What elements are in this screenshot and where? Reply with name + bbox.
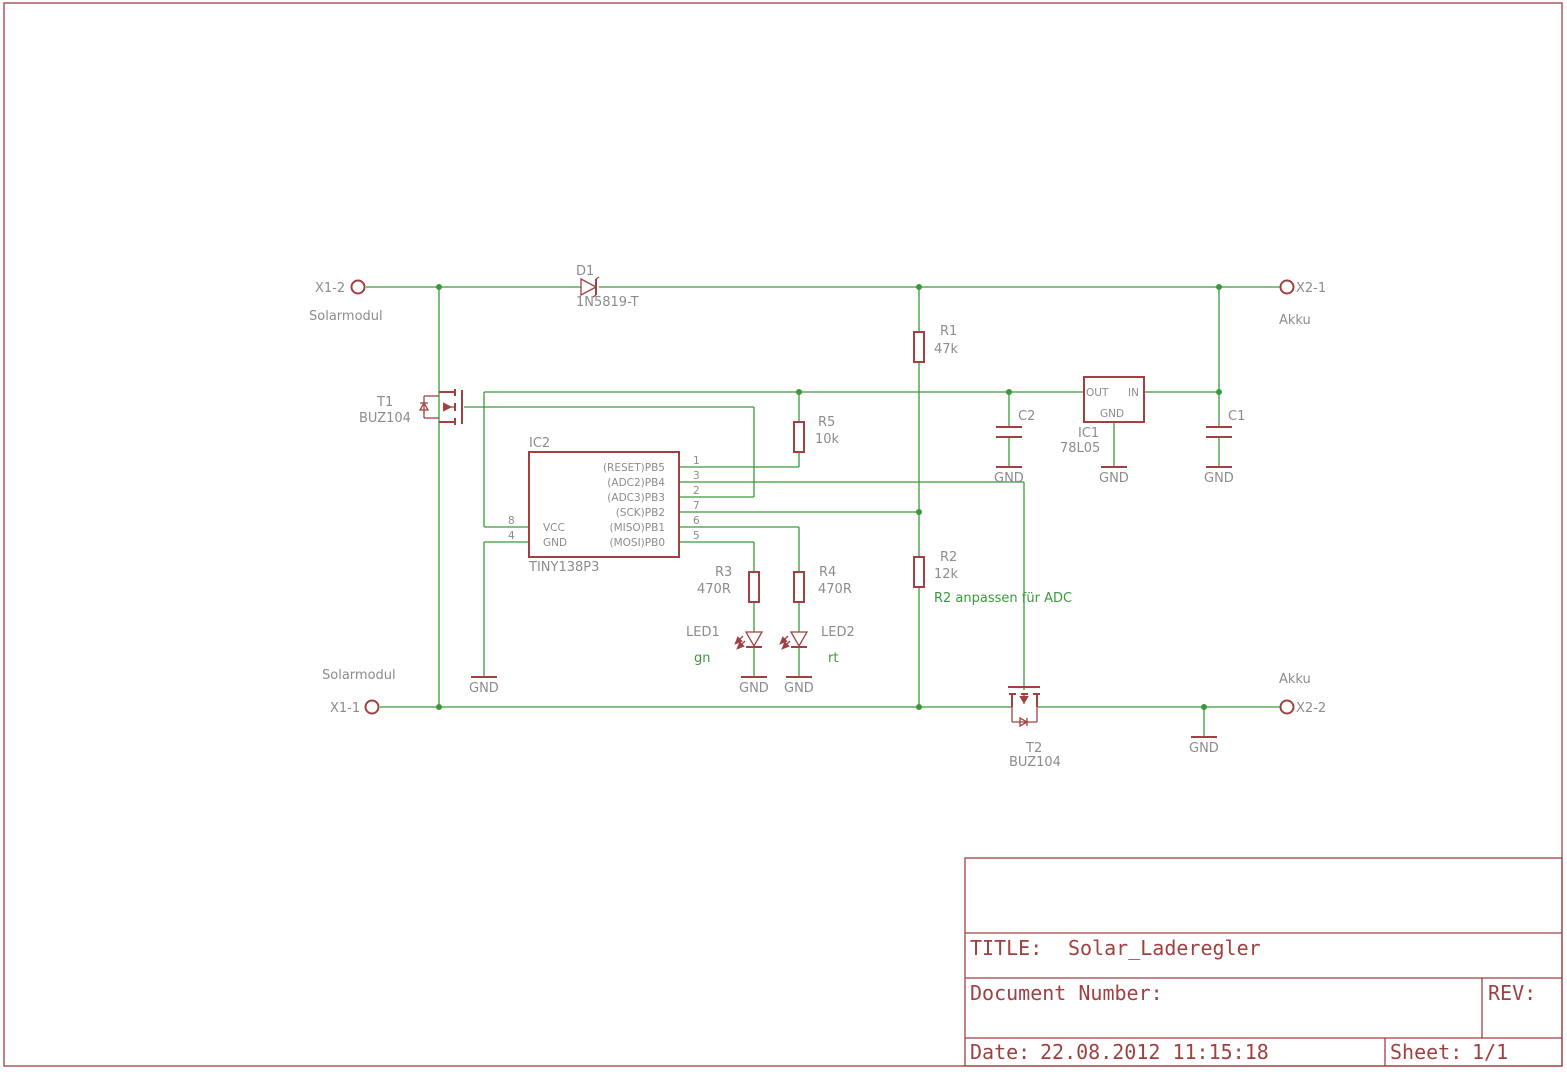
svg-text:GND: GND [1099,471,1129,486]
resistor-r5: R5 10k [793,415,840,453]
svg-text:BUZ104: BUZ104 [359,411,411,426]
gnd-symbol-bottom: GND [1189,736,1219,756]
gnd-symbol-led1: GND [739,676,769,696]
wires [366,286,1280,737]
svg-text:X1-1: X1-1 [330,701,360,716]
svg-text:OUT: OUT [1086,387,1109,399]
svg-text:8: 8 [508,515,515,527]
resistor-r4: R4 470R [793,565,852,603]
svg-text:IN: IN [1128,387,1139,399]
svg-text:GND: GND [1204,471,1234,486]
rev-label: REV: [1488,981,1536,1005]
svg-text:R4: R4 [819,565,836,580]
svg-text:X1-2: X1-2 [315,281,345,296]
title-block: TITLE: Solar_Laderegler Document Number:… [964,857,1563,1067]
svg-text:IC1: IC1 [1078,426,1099,441]
svg-text:GND: GND [1100,408,1124,420]
svg-text:7: 7 [693,500,700,512]
date-value: 22.08.2012 11:15:18 [1040,1040,1269,1064]
led-led1: LED1 gn [686,625,764,666]
svg-text:4: 4 [508,530,515,542]
svg-text:(SCK)PB2: (SCK)PB2 [616,507,665,519]
title-value: Solar_Laderegler [1068,936,1261,960]
gnd-symbol-ic1: GND [1099,466,1129,486]
svg-text:(MISO)PB1: (MISO)PB1 [610,522,666,534]
svg-text:470R: 470R [697,582,731,597]
svg-text:78L05: 78L05 [1060,441,1100,456]
connector-x1-2: X1-2 Solarmodul [309,279,383,324]
led-led2: LED2 rt [779,625,855,666]
svg-text:X2-1: X2-1 [1296,281,1326,296]
svg-text:rt: rt [828,651,838,666]
svg-text:GND: GND [784,681,814,696]
svg-text:R5: R5 [818,415,835,430]
sheet-label: Sheet: [1390,1040,1462,1064]
svg-text:Solarmodul: Solarmodul [322,668,396,683]
svg-text:TINY138P3: TINY138P3 [528,560,599,575]
svg-text:X2-2: X2-2 [1296,701,1326,716]
svg-text:470R: 470R [818,582,852,597]
svg-text:Solarmodul: Solarmodul [309,309,383,324]
document-number-label: Document Number: [970,981,1163,1005]
svg-text:C1: C1 [1228,409,1245,424]
svg-text:(MOSI)PB0: (MOSI)PB0 [610,537,666,549]
gnd-symbol-led2: GND [784,676,814,696]
connector-x1-1: X1-1 Solarmodul [322,668,396,716]
microcontroller-ic2: IC2 TINY138P3 (RESET)PB5 (ADC2)PB4 (ADC3… [508,436,700,575]
svg-text:Akku: Akku [1279,672,1311,687]
svg-text:(ADC2)PB4: (ADC2)PB4 [607,477,665,489]
svg-text:12k: 12k [934,567,959,582]
svg-text:gn: gn [694,651,711,666]
connector-x2-2: X2-2 Akku [1279,672,1326,716]
svg-text:BUZ104: BUZ104 [1009,755,1061,770]
svg-text:(RESET)PB5: (RESET)PB5 [603,462,665,474]
resistor-r1: R1 47k [913,324,959,363]
svg-text:VCC: VCC [543,522,565,534]
capacitor-c2: C2 [996,409,1035,438]
svg-text:2: 2 [693,485,700,497]
svg-text:GND: GND [1189,741,1219,756]
svg-text:6: 6 [693,515,700,527]
svg-text:T2: T2 [1025,741,1042,756]
svg-text:R1: R1 [940,324,957,339]
svg-text:Akku: Akku [1279,313,1311,328]
svg-text:1: 1 [693,455,700,467]
connector-x2-1: X2-1 Akku [1279,279,1326,328]
resistor-r2: R2 12k R2 anpassen für ADC [913,550,1072,606]
svg-text:LED2: LED2 [821,625,855,640]
sheet-value: 1/1 [1472,1040,1508,1064]
gnd-symbol-c1: GND [1204,466,1234,486]
svg-text:GND: GND [543,537,567,549]
svg-text:3: 3 [693,470,700,482]
gnd-symbol-ic2: GND [469,676,499,696]
mosfet-t2: T2 BUZ104 [1008,686,1061,770]
svg-text:GND: GND [739,681,769,696]
title-label: TITLE: [970,936,1042,960]
regulator-ic1: OUT IN GND IC1 78L05 [1060,376,1145,456]
svg-text:1N5819-T: 1N5819-T [576,295,639,310]
svg-text:47k: 47k [934,342,959,357]
junctions [436,284,1222,710]
svg-text:IC2: IC2 [529,436,550,451]
svg-text:C2: C2 [1018,409,1035,424]
svg-text:D1: D1 [576,264,594,279]
svg-text:(ADC3)PB3: (ADC3)PB3 [607,492,665,504]
svg-text:10k: 10k [815,432,840,447]
svg-text:GND: GND [469,681,499,696]
capacitor-c1: C1 [1206,409,1245,438]
date-label: Date: [970,1040,1030,1064]
svg-text:T1: T1 [376,395,393,410]
svg-text:GND: GND [994,471,1024,486]
svg-text:R3: R3 [715,565,732,580]
svg-text:R2: R2 [940,550,957,565]
svg-text:5: 5 [693,530,700,542]
gnd-symbol-c2: GND [994,466,1024,486]
mosfet-t1: T1 BUZ104 [359,389,463,426]
sheet-frame [3,2,1563,1067]
r2-note: R2 anpassen für ADC [934,591,1072,606]
diode-d1: D1 1N5819-T [576,264,639,310]
svg-text:LED1: LED1 [686,625,720,640]
resistor-r3: R3 470R [697,565,760,603]
